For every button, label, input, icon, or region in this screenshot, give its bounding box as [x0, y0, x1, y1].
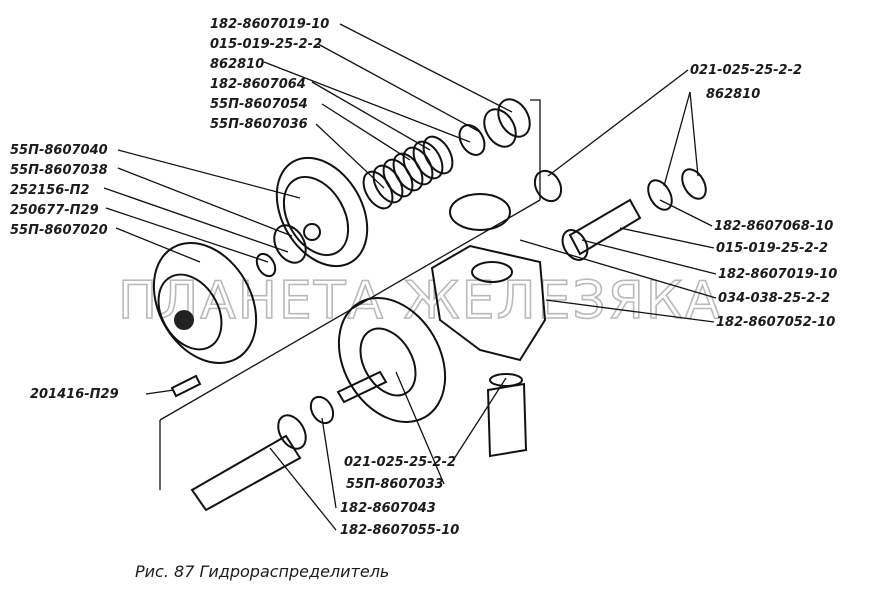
- retaining-ring: [458, 124, 486, 156]
- label-021-025-25-2-2-bottom: 021-025-25-2-2: [344, 455, 456, 470]
- label-182-8607055-10: 182-8607055-10: [340, 523, 459, 538]
- fitting-o-ring: [489, 373, 523, 387]
- label-55P-8607054: 55П-8607054: [210, 97, 308, 112]
- label-862810-top: 862810: [210, 57, 264, 72]
- right-retaining-ring: [681, 168, 707, 200]
- label-182-8607019-10-right: 182-8607019-10: [718, 267, 837, 282]
- label-55P-8607033: 55П-8607033: [346, 477, 444, 492]
- right-washer: [647, 179, 673, 211]
- o-ring-right: [533, 169, 563, 203]
- input-shaft-collar: [277, 414, 307, 450]
- diaphragm-hub: [303, 223, 321, 241]
- label-034-038-25-2-2: 034-038-25-2-2: [718, 291, 830, 306]
- label-862810-right: 862810: [706, 87, 760, 102]
- label-015-019-25-2-2-top: 015-019-25-2-2: [210, 37, 322, 52]
- label-021-025-25-2-2-right: 021-025-25-2-2: [690, 63, 802, 78]
- label-201416-P29: 201416-П29: [30, 387, 119, 402]
- shaft-group: [190, 370, 388, 512]
- label-55P-8607038: 55П-8607038: [10, 163, 108, 178]
- right-spool-group: [533, 168, 707, 261]
- label-182-8607019-10-top: 182-8607019-10: [210, 17, 329, 32]
- label-015-019-25-2-2-right: 015-019-25-2-2: [716, 241, 828, 256]
- cover-plate-hub: [174, 310, 194, 330]
- diaphragm-flange: [275, 156, 369, 268]
- labels-right: 021-025-25-2-2 862810 182-8607068-10 015…: [690, 63, 837, 330]
- diaphragm-inner: [282, 176, 350, 256]
- valve-stem: [336, 370, 388, 404]
- nut: [255, 252, 277, 278]
- valve-body: [337, 193, 547, 458]
- stem-nut: [309, 395, 335, 425]
- label-55P-8607036: 55П-8607036: [210, 117, 308, 132]
- leader-lines: [103, 23, 717, 531]
- labels-bottom: 021-025-25-2-2 55П-8607033 182-8607043 1…: [340, 455, 459, 538]
- label-182-8607043: 182-8607043: [340, 501, 436, 516]
- right-spool-body: [568, 198, 642, 256]
- label-55P-8607020: 55П-8607020: [10, 223, 108, 238]
- label-182-8607052-10: 182-8607052-10: [716, 315, 835, 330]
- labels-left: 182-8607019-10 015-019-25-2-2 862810 182…: [10, 17, 329, 402]
- label-182-8607064: 182-8607064: [210, 77, 306, 92]
- bracket-top: [530, 99, 541, 200]
- spool-cap-ring: [483, 108, 517, 148]
- upper-spool-group: [152, 98, 531, 398]
- body-flange: [337, 297, 447, 423]
- outlet-fitting: [486, 382, 528, 458]
- bracket-diagonal: [159, 199, 541, 421]
- cover-bolt: [170, 374, 202, 398]
- label-252156-P2: 252156-П2: [10, 183, 90, 198]
- body-flange-bore: [359, 327, 417, 397]
- spring-outer: [362, 135, 454, 210]
- body-housing: [430, 244, 547, 362]
- input-shaft: [190, 434, 302, 512]
- figure-caption: Рис. 87 Гидрораспределитель: [135, 562, 389, 581]
- body-gasket: [449, 193, 511, 231]
- cover-plate-inner: [157, 273, 223, 351]
- body-port: [471, 261, 513, 283]
- label-182-8607068-10: 182-8607068-10: [714, 219, 833, 234]
- watermark: ПЛАНЕТА ЖЕЛЕЗЯКА: [118, 271, 722, 331]
- washer: [273, 224, 307, 264]
- label-55P-8607040: 55П-8607040: [10, 143, 108, 158]
- spool-cap: [497, 98, 531, 138]
- label-250677-P29: 250677-П29: [10, 203, 99, 218]
